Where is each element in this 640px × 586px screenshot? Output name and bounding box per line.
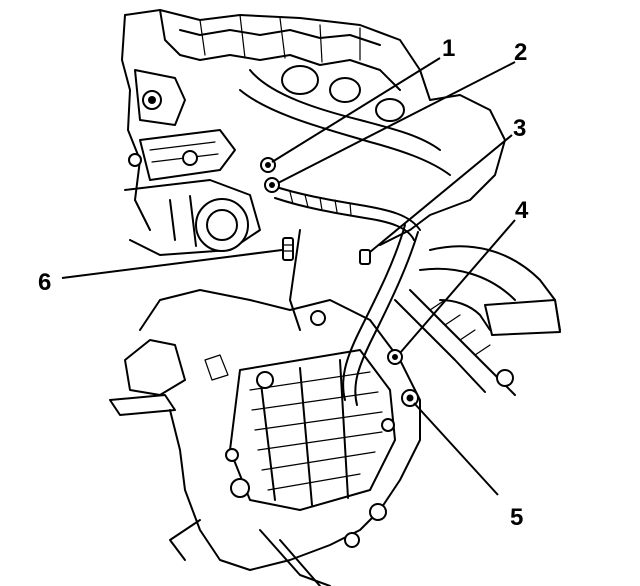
callout-3: 3: [513, 115, 526, 142]
callout-6: 6: [38, 269, 51, 296]
transmission-case: [109, 289, 421, 586]
leader-5: [413, 402, 499, 496]
stud-3: [359, 249, 371, 265]
leader-6: [61, 249, 283, 279]
leader-4: [399, 219, 516, 354]
leader-2: [277, 61, 516, 184]
wiring-harness: [269, 184, 421, 406]
exhaust-pipe: [394, 245, 561, 396]
bolt-5: [401, 389, 419, 407]
fasteners: [260, 157, 419, 407]
bolt-1: [260, 157, 276, 173]
callout-5: 5: [510, 504, 523, 531]
callout-4: 4: [515, 197, 529, 224]
bolt-4: [387, 349, 403, 365]
callout-2: 2: [514, 39, 527, 66]
leader-3: [369, 134, 513, 253]
callout-labels: 1 2 3 4 5 6: [38, 35, 529, 531]
leader-1: [271, 57, 441, 163]
engine-block: [121, 9, 506, 256]
leader-lines: [61, 57, 516, 496]
bolt-2: [264, 177, 280, 193]
callout-1: 1: [442, 35, 455, 62]
stud-6: [282, 237, 294, 261]
